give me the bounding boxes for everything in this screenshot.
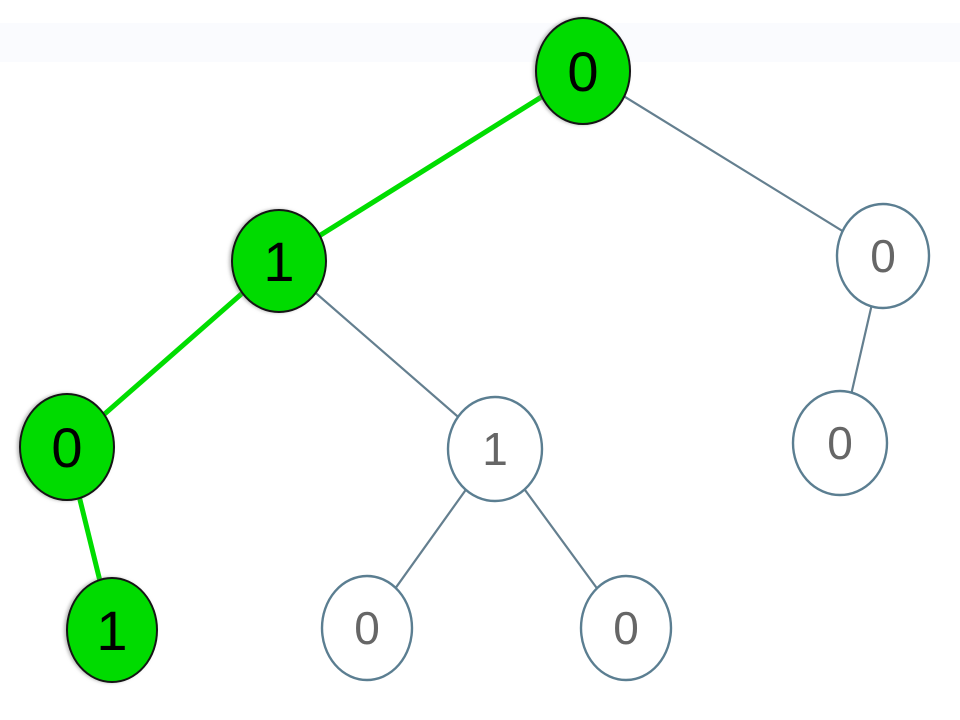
- node-circle: [320, 574, 414, 682]
- node-label: 1: [482, 423, 508, 475]
- tree-node-rl[interactable]: 0: [791, 389, 889, 497]
- node-label: 0: [51, 416, 82, 479]
- node-circle: [791, 389, 889, 497]
- node-circle: [19, 393, 115, 501]
- node-circle: [579, 574, 673, 682]
- tree-node-lr[interactable]: 1: [446, 395, 544, 503]
- node-circle: [835, 202, 931, 310]
- tree-node-l[interactable]: 1: [231, 209, 327, 313]
- tree-node-lrl[interactable]: 0: [320, 574, 414, 682]
- top-band: [0, 23, 960, 62]
- node-label: 0: [870, 230, 896, 282]
- node-label: 1: [96, 599, 127, 662]
- node-label: 0: [354, 602, 380, 654]
- node-circle: [535, 17, 631, 125]
- node-label: 1: [263, 230, 294, 293]
- node-circle: [66, 577, 158, 683]
- node-label: 0: [613, 602, 639, 654]
- tree-edge-root-l: [276, 68, 586, 264]
- tree-node-ll[interactable]: 0: [19, 393, 115, 501]
- node-circle: [446, 395, 544, 503]
- node-label: 0: [827, 417, 853, 469]
- tree-node-lrr[interactable]: 0: [579, 574, 673, 682]
- tree-node-llr[interactable]: 1: [66, 577, 158, 683]
- tree-node-root[interactable]: 0: [535, 17, 631, 125]
- tree-node-r[interactable]: 0: [835, 202, 931, 310]
- tree-edge-root-r: [581, 69, 885, 258]
- node-circle: [231, 209, 327, 313]
- node-label: 0: [567, 40, 598, 103]
